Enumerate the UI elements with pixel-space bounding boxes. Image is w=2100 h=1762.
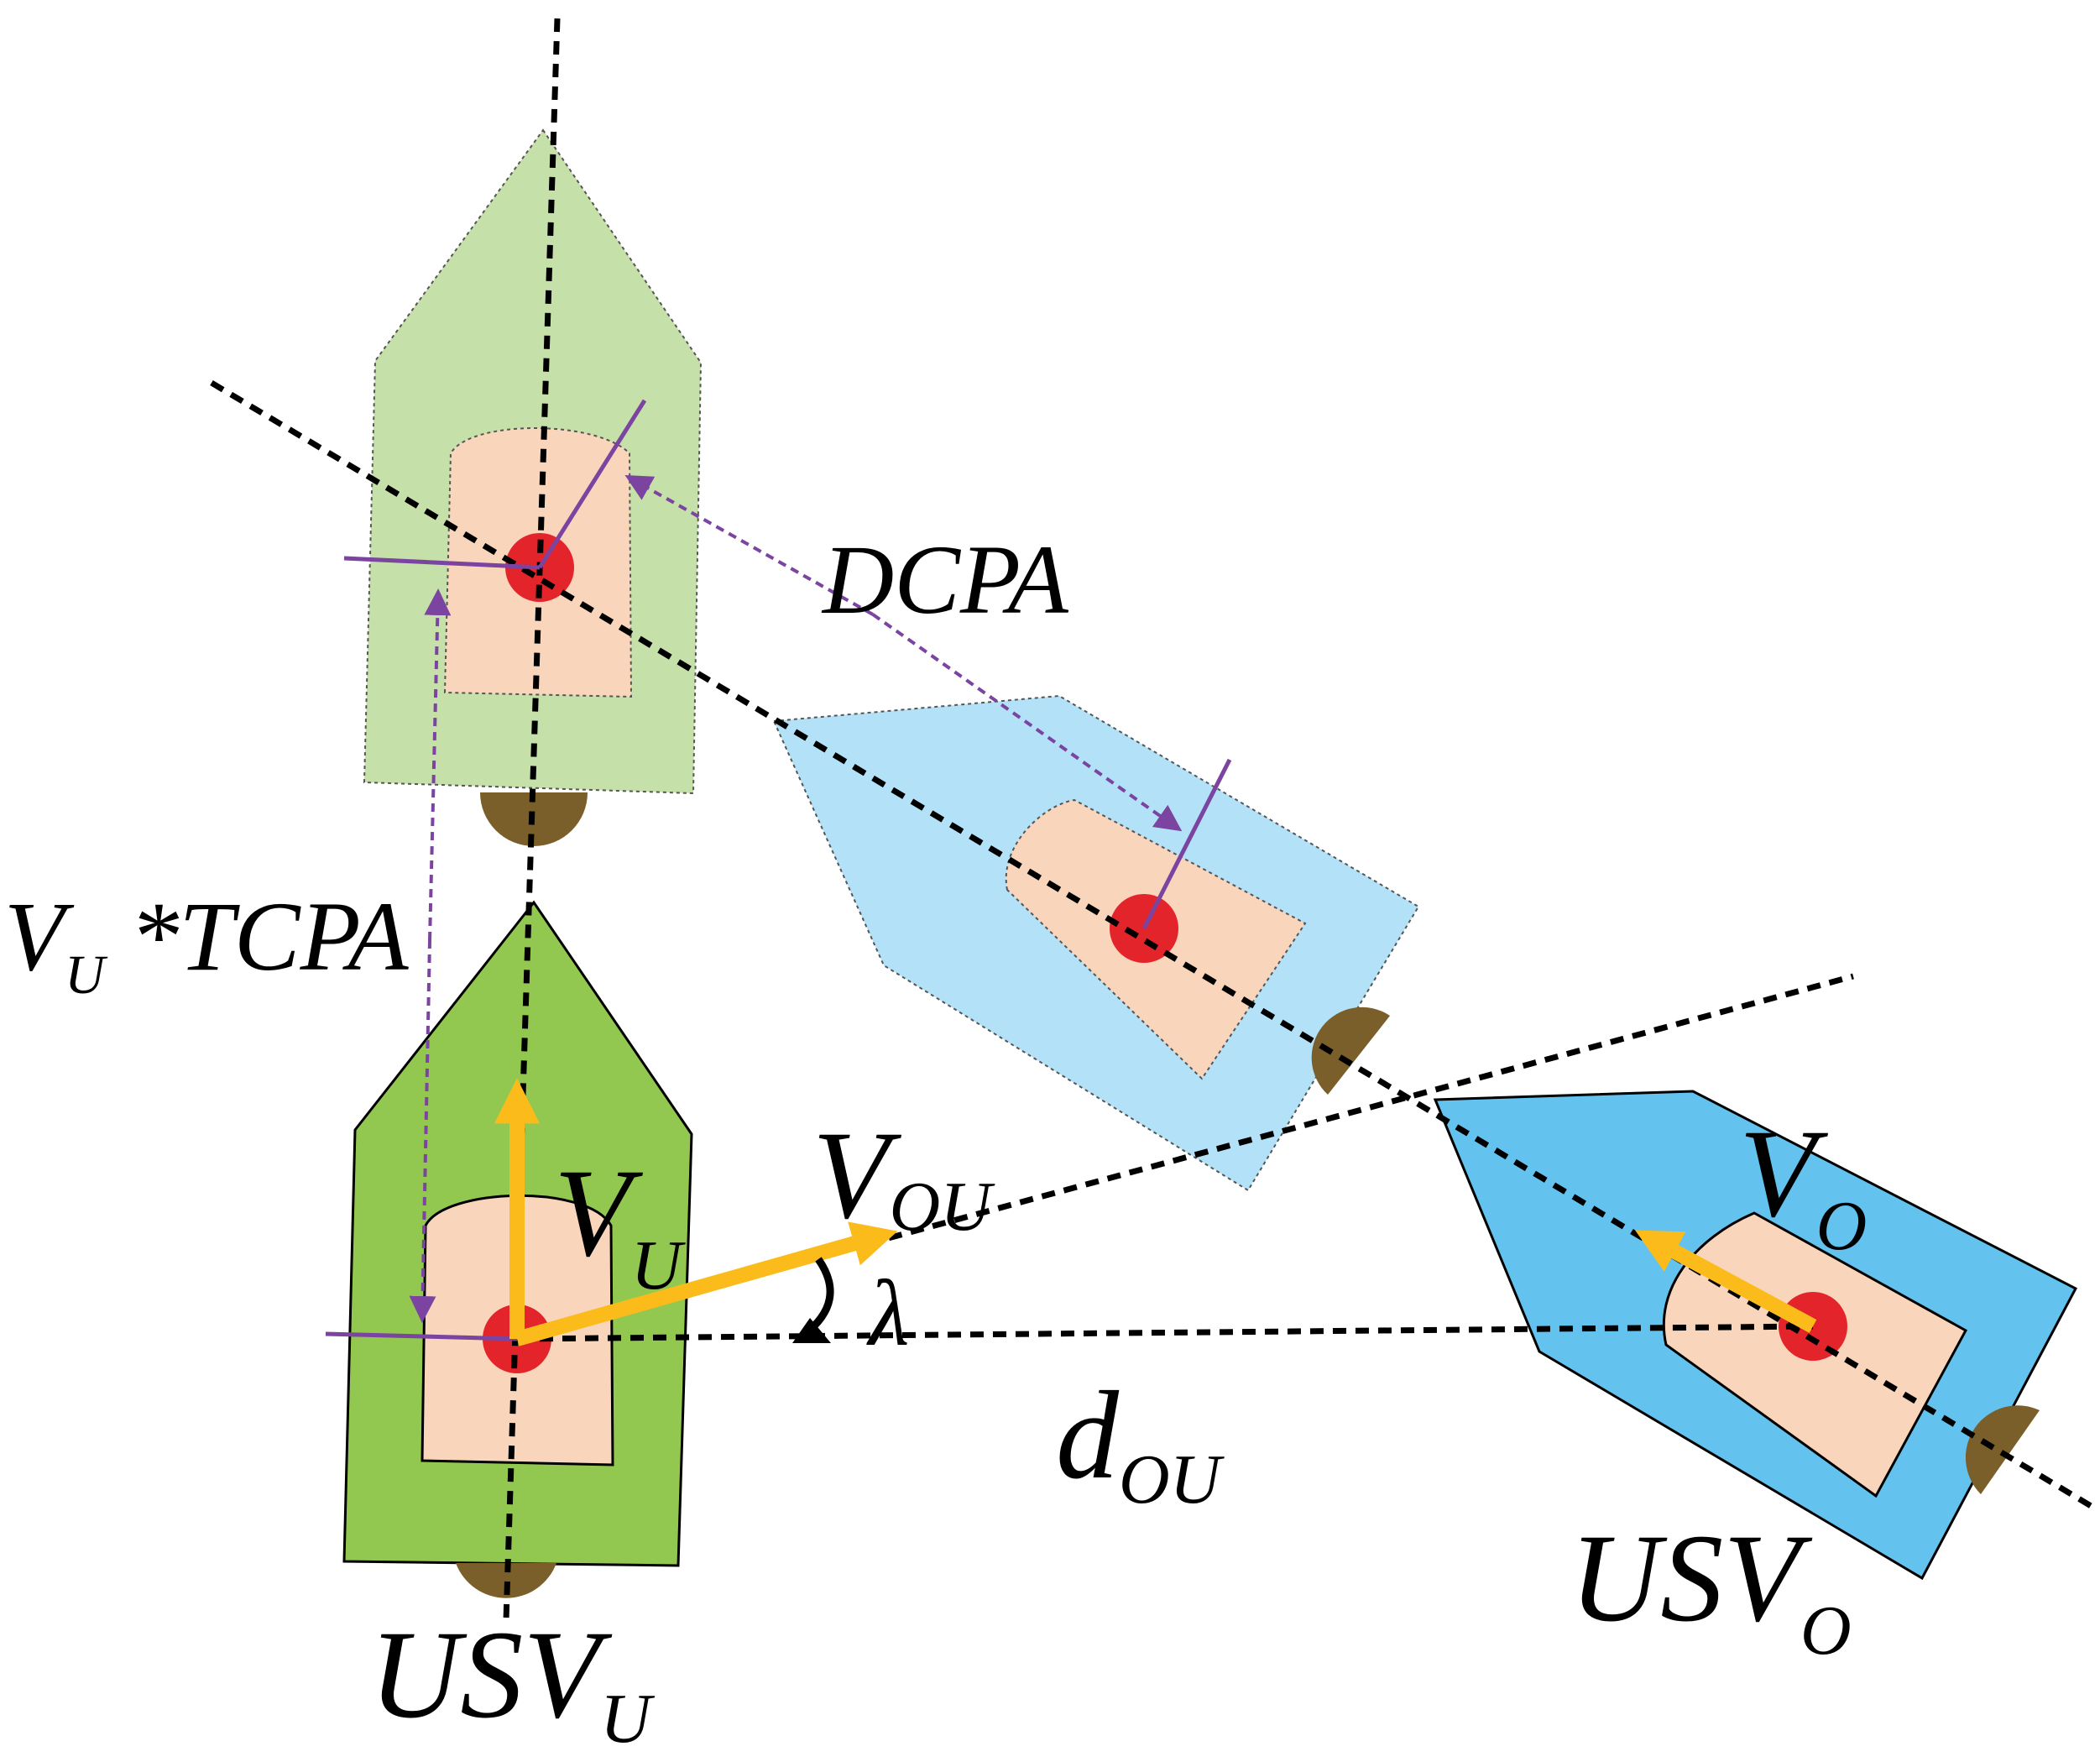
vou-vector (515, 1221, 898, 1346)
vo-label-main: V (1739, 1104, 1829, 1243)
vu-tcpa-label: VU *TCPA (4, 881, 409, 1006)
usvo-label: USVO (1570, 1508, 1852, 1670)
usv-o-course-line (210, 379, 2098, 1513)
usv-u-heading-line (503, 18, 561, 1621)
vu-label: VU (554, 1143, 687, 1305)
usvo-label-main: USV (1570, 1508, 1813, 1648)
usvu-label-main: USV (369, 1605, 613, 1744)
vo-label-sub: O (1816, 1187, 1868, 1265)
lambda-label: λ (866, 1262, 910, 1366)
dcpa-tick-future-u-diag (537, 399, 647, 569)
velocity-vectors (494, 1078, 1817, 1346)
lambda-angle (792, 1257, 834, 1343)
dcpa-tick-usv-u (325, 1331, 518, 1341)
usvo-label-sub: O (1800, 1592, 1852, 1670)
vou-label-main: V (812, 1106, 902, 1245)
dou-label: dOU (1056, 1366, 1225, 1519)
vu-label-main: V (554, 1143, 644, 1283)
vou-label-sub: OU (890, 1168, 996, 1246)
dcpa-tick-future-o (1141, 758, 1232, 930)
usv-u-propeller (456, 1563, 556, 1598)
vo-vector (1635, 1230, 1817, 1333)
tcpa-arrow-down (409, 939, 436, 1323)
vu-tcpa-v: V (4, 881, 75, 991)
tcpa-arrow-up (424, 588, 452, 941)
dou-label-main: d (1056, 1366, 1120, 1505)
vo-label: VO (1739, 1104, 1867, 1265)
usvu-label-sub: U (600, 1680, 656, 1758)
dcpa-tick-future-u-left (343, 556, 541, 570)
dcpa-label: DCPA (821, 525, 1069, 635)
dcpa-arrow-back (624, 475, 874, 616)
line-of-sight-line (516, 1323, 1814, 1342)
dcpa-construction (325, 399, 1232, 1341)
usvu-label: USVU (369, 1605, 656, 1758)
usv-o-future-propeller (1311, 1006, 1390, 1095)
usv-o-future (772, 694, 1420, 1192)
usv-o-propeller (1965, 1405, 2040, 1494)
dcpa-arrow (871, 613, 1183, 832)
dou-label-sub: OU (1119, 1440, 1225, 1519)
usv-u-future (363, 128, 703, 846)
vu-tcpa-rest: *TCPA (105, 881, 410, 991)
lambda-arc-arrowhead (792, 1318, 831, 1343)
vou-label: VOU (812, 1106, 995, 1246)
vu-label-sub: U (631, 1226, 687, 1305)
vu-tcpa-sub: U (65, 944, 108, 1006)
